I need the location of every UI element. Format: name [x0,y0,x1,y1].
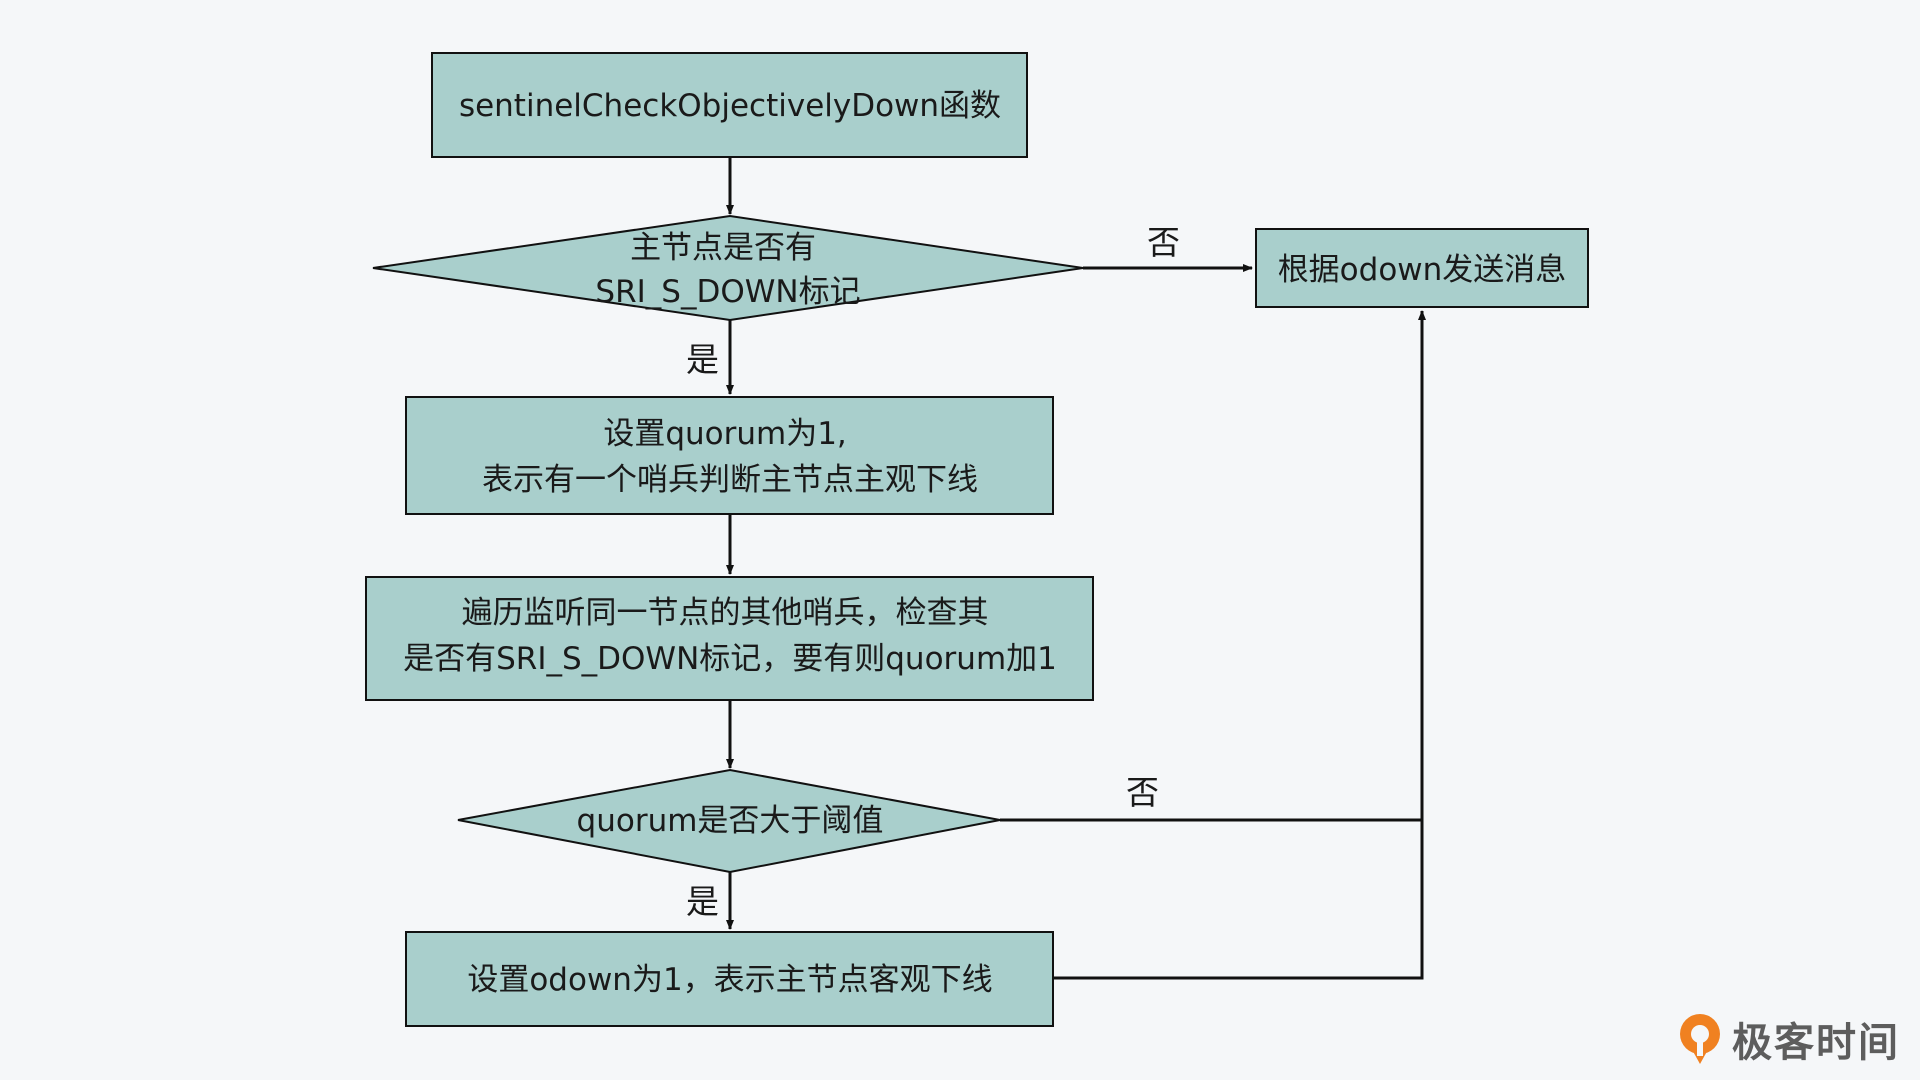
geektime-logo-icon [1680,1014,1720,1064]
set-quorum-line-2: 表示有一个哨兵判断主节点主观下线 [482,462,978,498]
send-message-line-1: 根据odown发送消息 [1278,252,1567,288]
check-sdown-line-1: 主节点是否有 [630,230,816,266]
brand-text: 极客时间 [1732,1020,1900,1066]
node-set-odown [405,931,1054,1027]
iterate-line-1: 遍历监听同一节点的其他哨兵，检查其 [462,595,989,631]
node-iterate-sentinels [365,576,1094,701]
set-quorum-text: 设置quorum为1, 表示有一个哨兵判断主节点主观下线 [482,416,978,498]
check-sdown-line-2: SRI_S_DOWN标记 [595,274,860,310]
start-text: sentinelCheckObjectivelyDown函数 [459,88,1001,124]
label-quorum-yes: 是 [686,882,719,921]
brand-watermark: 极客时间 [1676,1010,1900,1068]
node-check-sdown [372,214,1084,322]
label-sdown-yes: 是 [686,340,719,379]
node-send-message [1255,228,1589,308]
send-message-text: 根据odown发送消息 [1278,252,1567,288]
check-sdown-text: 主节点是否有 SRI_S_DOWN标记 [595,230,860,310]
node-check-quorum [457,768,1001,874]
check-quorum-line-1: quorum是否大于阈值 [577,803,884,839]
edge-set-odown-to-send [1053,310,1426,980]
label-quorum-no: 否 [1126,773,1159,812]
iterate-text: 遍历监听同一节点的其他哨兵，检查其 是否有SRI_S_DOWN标记，要有则quo… [403,595,1057,677]
iterate-line-2: 是否有SRI_S_DOWN标记，要有则quorum加1 [403,641,1057,677]
set-odown-line-1: 设置odown为1，表示主节点客观下线 [467,962,992,998]
edges [726,157,1426,980]
set-odown-text: 设置odown为1，表示主节点客观下线 [467,962,992,998]
set-quorum-line-1: 设置quorum为1, [603,416,846,452]
label-sdown-no: 否 [1147,223,1180,262]
check-quorum-text: quorum是否大于阈值 [577,803,884,839]
node-start [431,52,1028,158]
node-set-quorum [405,396,1054,515]
start-line-1: sentinelCheckObjectivelyDown函数 [459,88,1001,124]
